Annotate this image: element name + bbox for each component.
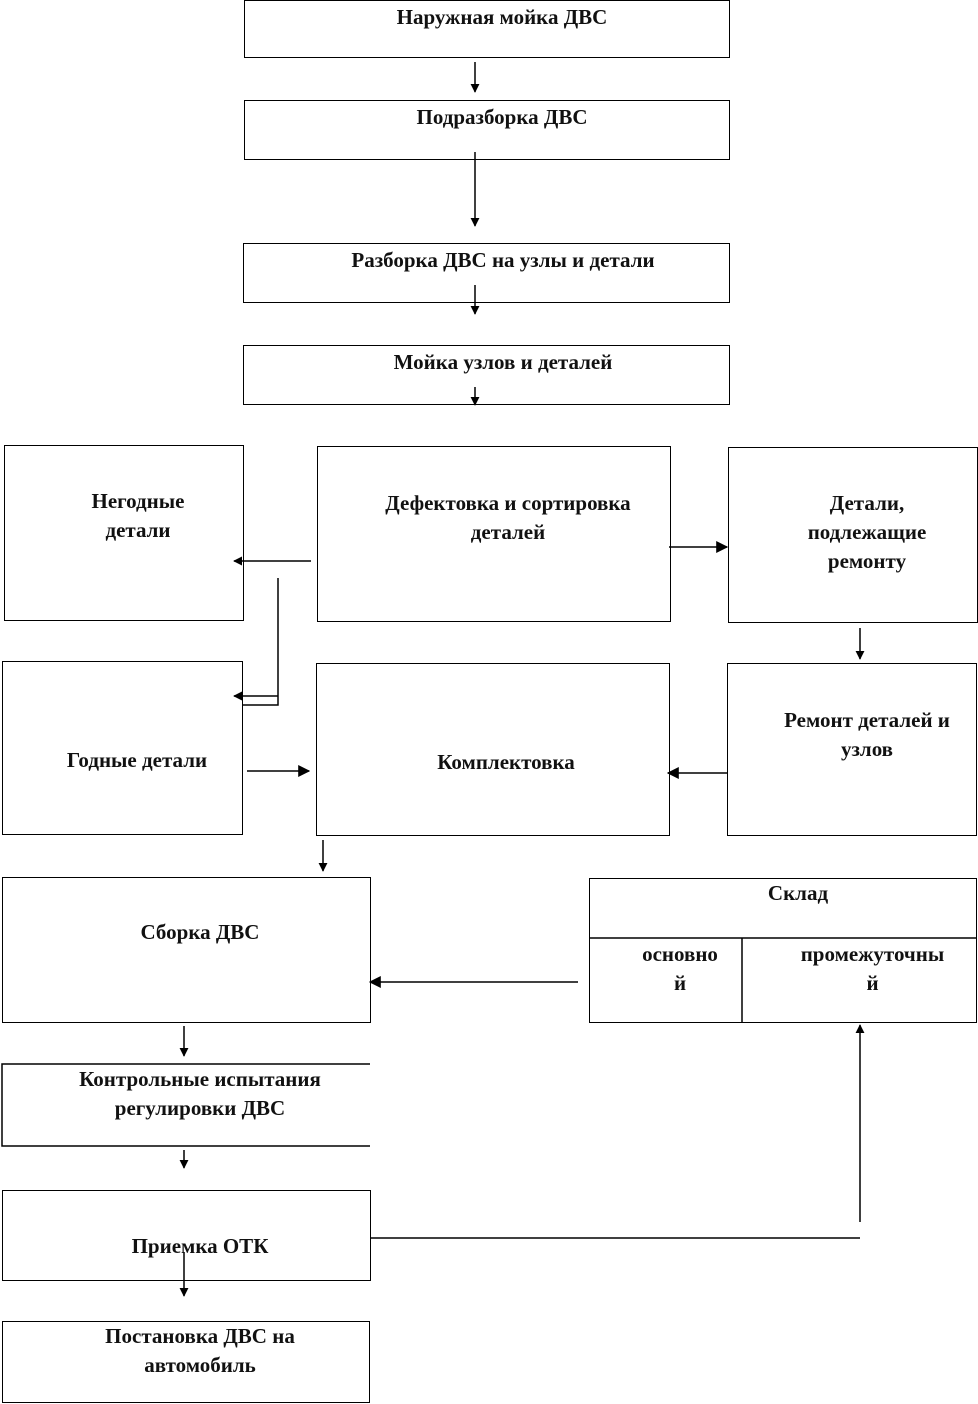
label-otk-acceptance: Приемка ОТК	[131, 1234, 269, 1258]
box-disassembly	[243, 243, 730, 303]
box-installation	[2, 1321, 370, 1403]
box-pre-disassembly	[244, 100, 730, 160]
box-warehouse	[589, 878, 977, 1023]
label-warehouse-main: основно й	[642, 942, 718, 995]
label-control-tests: Контрольные испытания регулировки ДВС	[79, 1067, 321, 1120]
label-wash-parts: Мойка узлов и деталей	[393, 350, 613, 374]
label-warehouse-title: Склад	[767, 881, 829, 905]
box-control-tests-outline	[1, 1063, 370, 1147]
box-parts-for-repair	[728, 447, 978, 623]
box-wash-parts	[243, 345, 730, 405]
label-unusable-parts: Негодные детали	[91, 489, 185, 542]
label-parts-for-repair: Детали, подлежащие ремонту	[807, 491, 927, 573]
label-installation: Постановка ДВС на автомобиль	[105, 1324, 295, 1377]
box-kitting	[316, 663, 670, 836]
box-usable-parts	[2, 661, 243, 835]
label-defect-sorting: Дефектовка и сортировка деталей	[385, 491, 631, 544]
box-wash-engine	[244, 0, 730, 58]
label-pre-disassembly: Подразборка ДВС	[416, 105, 588, 129]
box-assembly	[2, 877, 371, 1023]
box-otk-acceptance	[2, 1190, 371, 1281]
box-defect-sorting	[317, 446, 671, 622]
label-warehouse-intermediate: промежуточны й	[800, 942, 945, 995]
label-repair: Ремонт деталей и узлов	[784, 708, 950, 761]
arrow-defect-to-usable	[243, 578, 279, 706]
box-repair	[727, 663, 977, 836]
box-unusable-parts	[4, 445, 244, 621]
label-assembly: Сборка ДВС	[140, 920, 260, 944]
label-kitting: Комплектовка	[437, 750, 575, 774]
label-usable-parts: Годные детали	[66, 748, 208, 772]
label-disassembly: Разборка ДВС на узлы и детали	[351, 248, 655, 272]
label-wash-engine: Наружная мойка ДВС	[396, 5, 608, 29]
